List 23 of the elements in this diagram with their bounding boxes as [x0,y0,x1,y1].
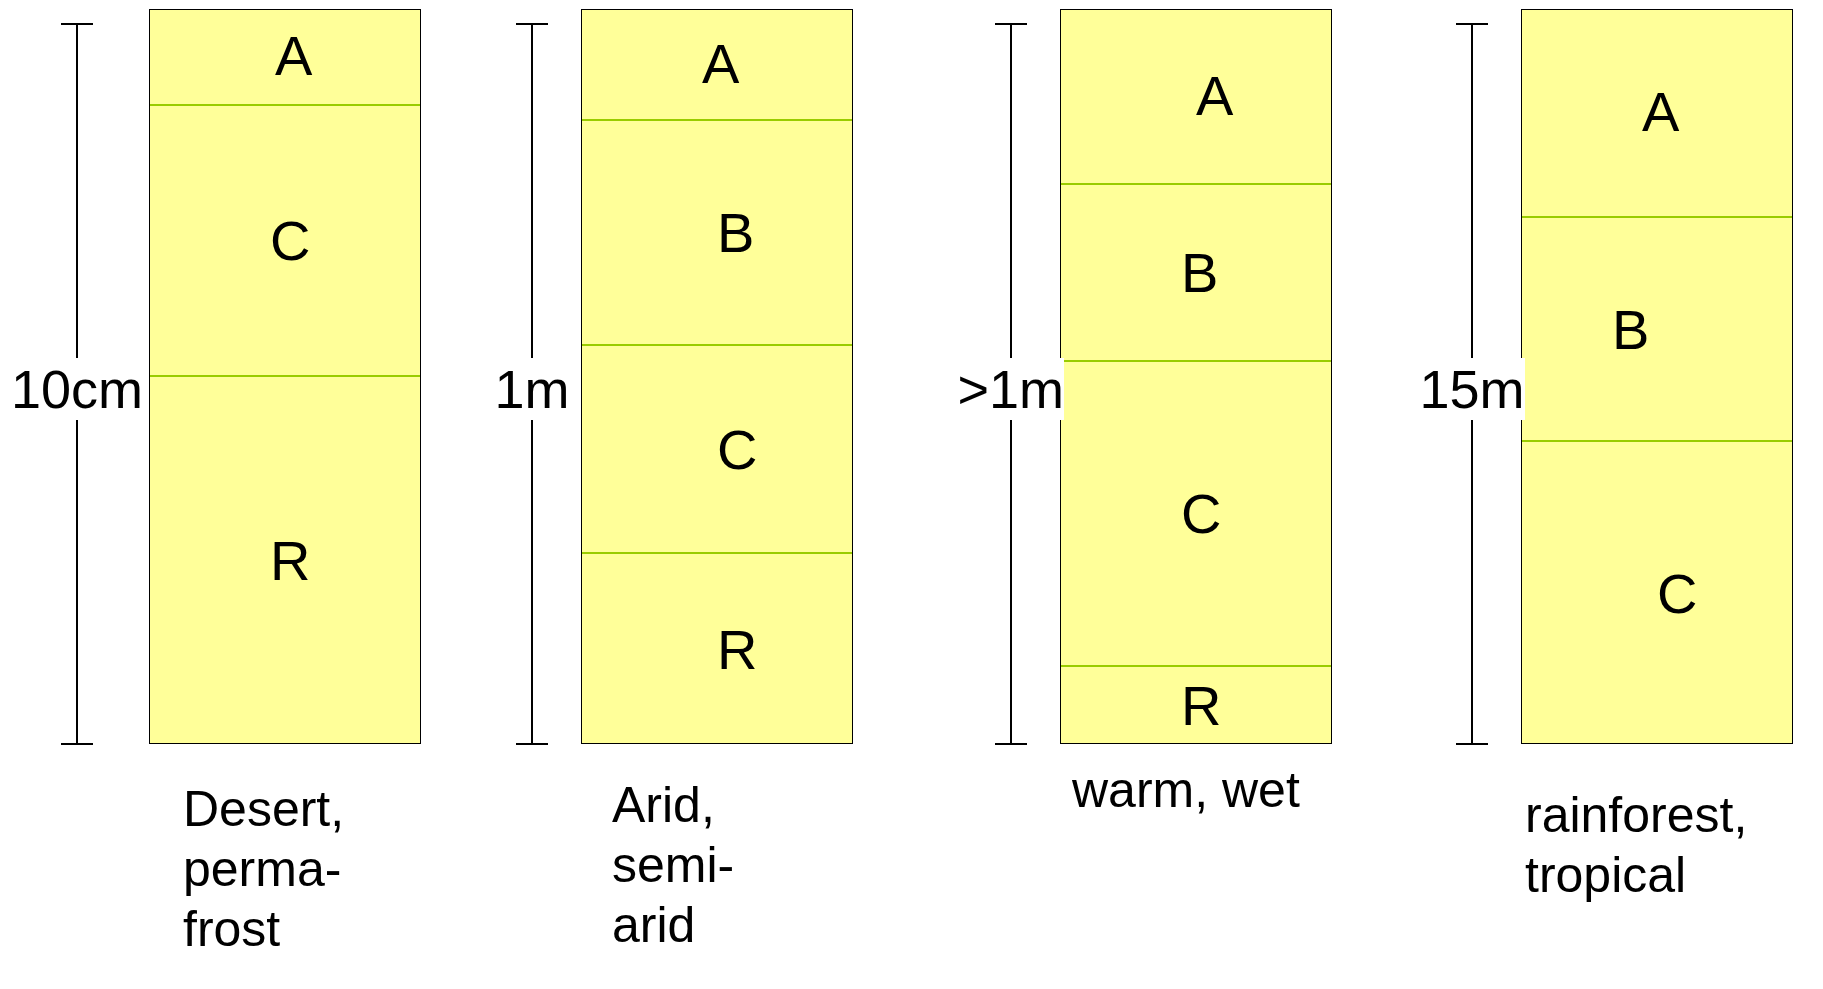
soil-profile-column [1521,9,1793,744]
horizon-letter: B [717,205,755,261]
horizon-letter: C [1181,486,1222,542]
column-caption: rainforest, tropical [1525,786,1749,905]
horizon-letter: C [717,421,758,478]
horizon-letter: A [702,35,740,92]
horizon-letter: C [270,213,311,269]
soil-profile-column [1060,9,1332,744]
horizon-letter: B [1181,245,1219,301]
column-caption: Arid, semi- arid [612,776,736,955]
soil-profile-column [581,9,853,744]
horizon-letter: R [270,533,311,589]
horizon-letter: A [275,28,313,84]
horizon-letter: B [1612,301,1650,358]
horizon-letter: C [1657,565,1698,622]
horizon-letter: R [717,621,758,678]
horizon-letter: A [1642,84,1680,140]
soil-profile-column [149,9,421,744]
horizon-letter: R [1181,678,1222,734]
horizon-letter: A [1196,67,1234,124]
column-caption: Desert, perma- frost [183,780,346,959]
column-caption: warm, wet [1072,761,1301,820]
dimension-label: >1m [957,358,1065,420]
